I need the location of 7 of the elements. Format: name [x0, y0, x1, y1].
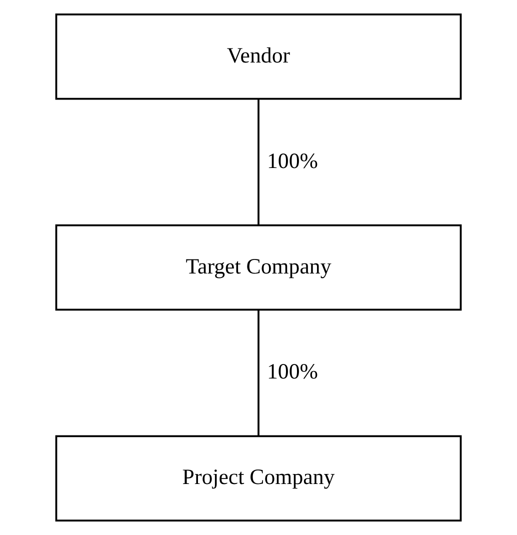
edge-label: 100%: [266, 148, 318, 173]
node-box: Project Company: [55, 435, 462, 522]
connector: [258, 99, 260, 225]
connector: [258, 310, 260, 436]
node-box: Vendor: [55, 14, 462, 100]
edge-label: 100%: [266, 360, 318, 384]
node-box: Target Company: [55, 224, 462, 311]
